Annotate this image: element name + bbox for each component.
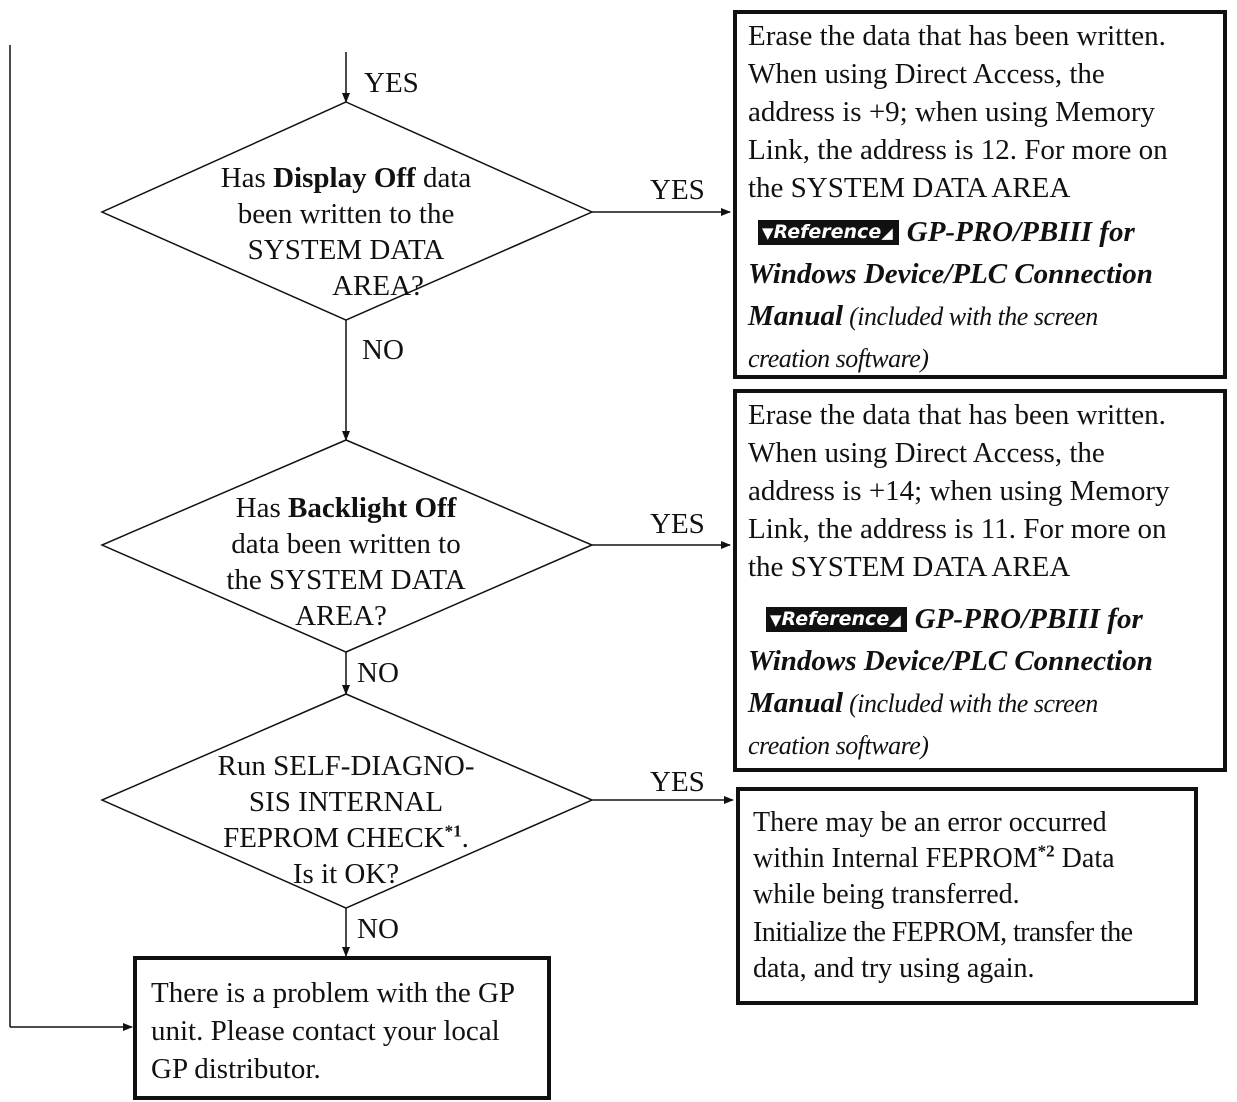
box1-ref-line2: Windows Device/PLC Connection xyxy=(748,258,1153,290)
reference-label: ▼Reference◢ xyxy=(758,220,899,245)
box2-ref-line2: Windows Device/PLC Connection xyxy=(748,645,1153,677)
label-no-d2: NO xyxy=(357,657,399,689)
label-yes-top: YES xyxy=(364,67,419,99)
label-no-d3: NO xyxy=(357,913,399,945)
decision-3-text: Run SELF-DIAGNO- SIS INTERNAL FEPROM CHE… xyxy=(217,750,475,890)
action-box-feprom-error: There may be an error occurred within In… xyxy=(736,787,1198,1005)
action-box-backlight-off: Erase the data that has been written. Wh… xyxy=(733,389,1227,772)
label-yes-d2: YES xyxy=(650,508,705,540)
box2-ref-line4: creation software) xyxy=(748,731,929,760)
label-yes-d3: YES xyxy=(650,766,705,798)
decision-1-text: Has Display Off data been written to the… xyxy=(220,162,472,302)
action-box-display-off: Erase the data that has been written. Wh… xyxy=(733,10,1227,379)
box3-text: There may be an error occurred within In… xyxy=(753,807,1133,984)
upward-triangle-icon: ◢ xyxy=(889,611,901,629)
reference-label: ▼Reference◢ xyxy=(766,607,907,632)
label-no-d1: NO xyxy=(362,334,404,366)
action-box-contact-distributor: There is a problem with the GP unit. Ple… xyxy=(133,956,551,1100)
downward-triangle-icon: ▼ xyxy=(770,611,782,629)
label-yes-d1: YES xyxy=(650,174,705,206)
box2-text: Erase the data that has been written. Wh… xyxy=(748,399,1170,583)
box4-text: There is a problem with the GP unit. Ple… xyxy=(151,977,516,1085)
box1-reference: ▼Reference◢GP-PRO/PBIII for xyxy=(748,211,1223,253)
box2-ref-line3: Manual (included with the screen xyxy=(748,687,1098,719)
box1-ref-line3: Manual (included with the screen xyxy=(748,300,1098,332)
box1-ref-line4: creation software) xyxy=(748,344,929,373)
downward-triangle-icon: ▼ xyxy=(762,224,774,242)
decision-2-text: Has Backlight Off data been written to t… xyxy=(226,492,466,632)
upward-triangle-icon: ◢ xyxy=(881,224,893,242)
box1-text: Erase the data that has been written. Wh… xyxy=(748,20,1168,204)
box2-reference: ▼Reference◢GP-PRO/PBIII for xyxy=(748,598,1223,640)
